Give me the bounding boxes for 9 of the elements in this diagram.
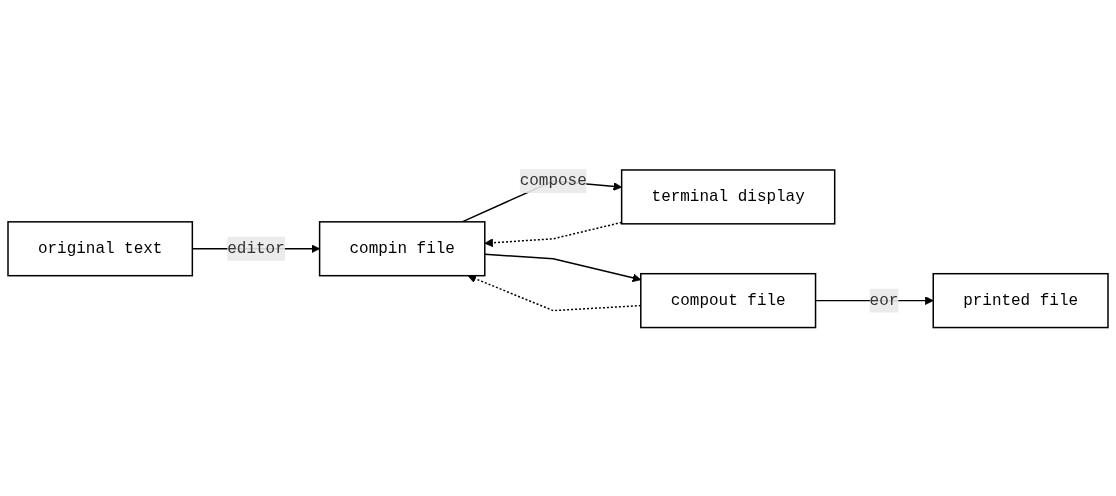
edge-label: eor bbox=[869, 291, 899, 310]
node-box: terminal display bbox=[620, 168, 836, 225]
node-box: compout file bbox=[640, 272, 817, 329]
edge-label: editor bbox=[227, 239, 285, 258]
arrow bbox=[484, 221, 623, 247]
node-box: printed file bbox=[932, 272, 1109, 329]
edge-label: compose bbox=[519, 171, 587, 190]
node-box: original text bbox=[7, 220, 194, 277]
node-box: compin file bbox=[318, 220, 486, 277]
